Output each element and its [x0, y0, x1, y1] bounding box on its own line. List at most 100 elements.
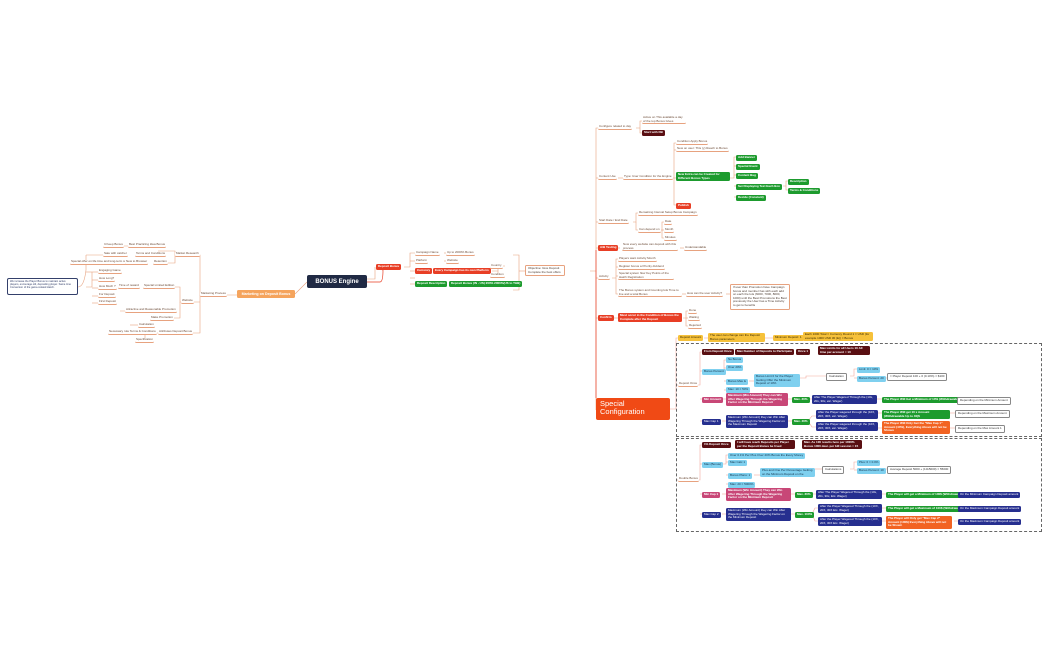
- g1-p-b: Over 20%: [726, 365, 744, 371]
- g1-mc-w: Depending on the Maximum Amount: [955, 410, 1010, 418]
- g1-mc-w2: Depending on the Max Amount 1: [955, 425, 1005, 433]
- node-market-research: Market Research: [175, 251, 200, 257]
- g2-calc-a: Plus: 0 = 0.0%: [857, 460, 881, 466]
- campaign-name: Campaign Name: [415, 250, 440, 256]
- g1-p-c-value: Bonus Limit 0 for the Player Getting Off…: [754, 374, 800, 387]
- g1-first-value: Max Number of Deposits to Participate: [735, 349, 795, 355]
- node-terms: Terms and Conditions: [135, 251, 167, 257]
- g1-max-cap: Max Cap 1: [702, 419, 721, 425]
- g2-wa-z: The Player will get a Minimum of 100$ (W…: [886, 492, 967, 498]
- extra-bonus-types: New Extra can be Created for Different B…: [676, 172, 730, 182]
- g2-mc-z2: The Player will Only get "Max Cap 2" Amo…: [886, 516, 952, 529]
- terms-conditions: Terms & Conditions: [788, 188, 821, 194]
- double-bonus-group: [676, 438, 1042, 532]
- g2-first-out: Max. As 100 results here per 1000% Bonus…: [802, 440, 862, 450]
- content-sub: Type: User Condition for the Engine: [623, 174, 673, 180]
- minutes: Minutes: [664, 235, 677, 241]
- node-new-member: New to Browser: [125, 259, 149, 265]
- g1-mc-y: After the Player wagered through the (10…: [816, 410, 878, 420]
- activity: Activity: [598, 274, 610, 280]
- node-specific: Specification: [135, 337, 155, 343]
- g1-p-c: Bonus Max &: [726, 379, 748, 385]
- g2-mc-y2: After the Player Wagered Through the (10…: [818, 517, 882, 527]
- g2-mc-y: After the Player Wagered Through the (10…: [818, 504, 882, 514]
- content-use: Content Use: [598, 174, 617, 180]
- node-first-deposit: First Deposit: [98, 299, 117, 305]
- g2-mc-x: Max. 100%: [795, 512, 815, 518]
- currency-value: Every Campaign has its own Platform: [433, 268, 491, 274]
- country: Country: [490, 263, 503, 269]
- g1-calc-a: Limit: 0 = 10%: [857, 367, 881, 373]
- g1-mc-y2: After the Player wagered through the (10…: [816, 422, 878, 432]
- g2-p-c: Bonus Plans: 1: [728, 473, 753, 479]
- display-text: Set Displaying Text Each Box: [736, 184, 782, 190]
- node-marketing-process: Marketing Process: [200, 291, 227, 297]
- node-website: Website: [181, 298, 194, 304]
- g1-max-cap-value: Maximum (Win Amount) they can Win After …: [726, 415, 788, 428]
- done: Done: [688, 308, 698, 314]
- description: Description: [788, 179, 809, 185]
- special-configuration: Special Configuration: [596, 398, 670, 420]
- g2-p-a: Over 0.1% Per Plus Over 20% Bonus the Ev…: [728, 453, 806, 459]
- g1-wa-w: Depending on the Minimum Amount: [957, 397, 1011, 405]
- add-banner: Add Banner: [736, 155, 758, 161]
- platform-value: Website: [446, 258, 459, 264]
- node-attract: Attractive and Reasonable Promotion: [125, 307, 177, 313]
- g1-p-a: No Bonus: [726, 357, 744, 363]
- act-1: Players want Activity Month: [618, 256, 657, 262]
- node-sale-catcher: Sale with catcher: [103, 251, 128, 257]
- g1-min-amount-value: Maximum (Min Amount) They can Win After …: [726, 393, 788, 406]
- condition: Condition: [490, 272, 505, 278]
- platform: Platform: [415, 258, 429, 264]
- g2-min-cap: Min Cap 1: [702, 492, 721, 498]
- g2-wa-x: Max. 30%: [795, 492, 813, 498]
- objective-note: Objective: Give Deposit Complete the bes…: [525, 265, 565, 277]
- can-depend: Can depend on: [638, 227, 661, 233]
- g2-p-d: Max: 20 = 5000%: [728, 482, 756, 488]
- confirm: Confirm: [598, 315, 614, 321]
- publish: Publish: [676, 203, 691, 209]
- group1-label: Deposit Once: [678, 381, 699, 387]
- g2-p-c-value: Plus and One Per Percentage Getting on t…: [760, 468, 815, 478]
- ab-sub: Now every website can deposit with this …: [622, 242, 678, 252]
- configure-sub: Active on This available a day of the to…: [642, 115, 686, 125]
- node-calculation: Calculation: [138, 322, 155, 328]
- deposit-once-group: [676, 343, 1042, 437]
- deposit-description: Deposit Description: [415, 281, 448, 287]
- g1-wa-z: The Player Will Get a Minimum of 10% (Wi…: [882, 397, 970, 403]
- g1-first-in: Once 1: [796, 349, 811, 355]
- g1-min-amount: Min Amount: [702, 397, 724, 403]
- g2-calc: Calculations: [822, 466, 845, 474]
- node-how-much: How Much ?: [98, 284, 117, 290]
- g1-first-out: Max Limits for all Users 10 All time per…: [818, 346, 870, 356]
- node-retention: Retention: [153, 259, 168, 265]
- g1-first: From Deposit Once: [702, 349, 734, 355]
- ab-testing: A/B Testing: [598, 245, 619, 251]
- node-limited: Special Limited Edition: [143, 283, 176, 289]
- group2-label: Double Bonus: [678, 476, 699, 482]
- g2-mc-z: The Player will get a Maximum of 100$ (W…: [886, 506, 967, 512]
- g1-mc-z: The Player Will get 10 x Amount (Withdra…: [882, 410, 950, 420]
- node-time-frame: Time of reward: [118, 283, 140, 289]
- content-apply: Condition Apply Bonus: [676, 139, 709, 145]
- campaign-name-value: Up to 2000% Bonus: [446, 250, 475, 256]
- g1-calc-b: Bonus Percent: 20: [857, 376, 886, 382]
- start-with-db: Start with DB: [642, 130, 665, 136]
- g1-wa-y: After The Player Wagered Through the (10…: [812, 395, 877, 405]
- min-amount: Minimum Deposit: 1: [773, 335, 804, 341]
- remaining-interval: Remaining Interval Setup Bonus Campaign: [638, 210, 698, 216]
- rejected: Rejected: [688, 323, 702, 329]
- special-event: Special Event: [736, 164, 760, 170]
- start-end-date: Start Date / End Date: [598, 218, 629, 224]
- node-best-practice: Best Practicing Idea Bonus: [128, 242, 167, 248]
- g1-calc: Calculation: [826, 373, 847, 381]
- waiting: Waiting: [688, 315, 700, 321]
- g1-percent: Bonus Percent: [702, 369, 726, 375]
- marketing-root-node: Marketing on Deposit Bonus: [237, 290, 295, 298]
- g2-max-cap: Max Cap 2: [702, 512, 721, 518]
- node-how-long: How Long?: [98, 276, 116, 282]
- g1-calc-c: = Player Deposit 100 + 0 (0.10%) = $100: [887, 373, 948, 381]
- currency-node: Currency: [415, 268, 433, 274]
- content-bug: Content Bug: [736, 173, 758, 179]
